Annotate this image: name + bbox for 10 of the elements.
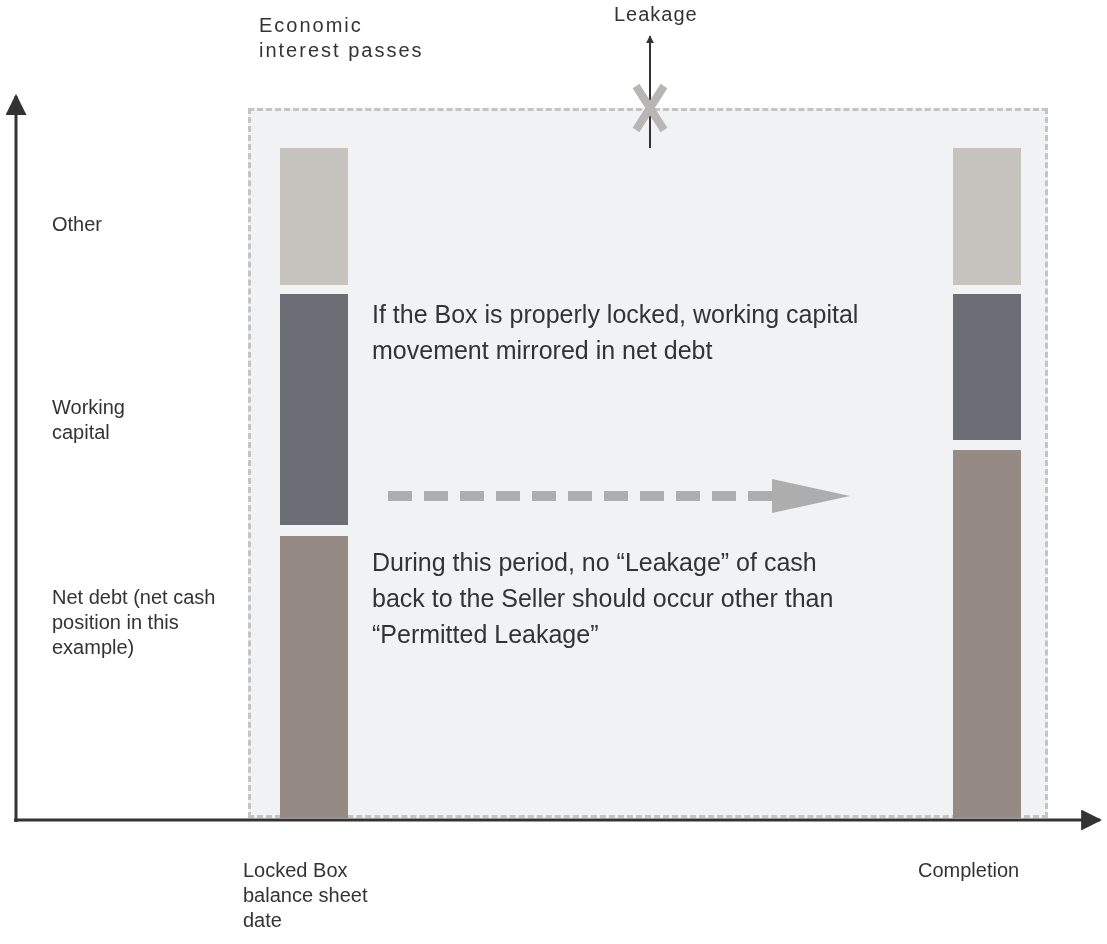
arrow: [646, 35, 654, 149]
axis-label: Working capital: [52, 395, 126, 445]
axis-label: Net debt (net cash position in this example): [52, 585, 217, 660]
axis-label: Other: [52, 212, 104, 237]
note-text: During this period, no “Leakage” of cash back to the Seller should occur other than “Permitted Leakage”: [372, 547, 835, 650]
leakage-label: Leakage: [614, 2, 714, 30]
axis-label: Locked Box balance sheet date: [243, 858, 369, 933]
note-text: If the Box is properly locked, working capital movement mirrored in net debt: [372, 299, 860, 366]
region-heading: Economic interest passes: [259, 13, 425, 63]
axis-label: Completion: [918, 858, 1021, 883]
